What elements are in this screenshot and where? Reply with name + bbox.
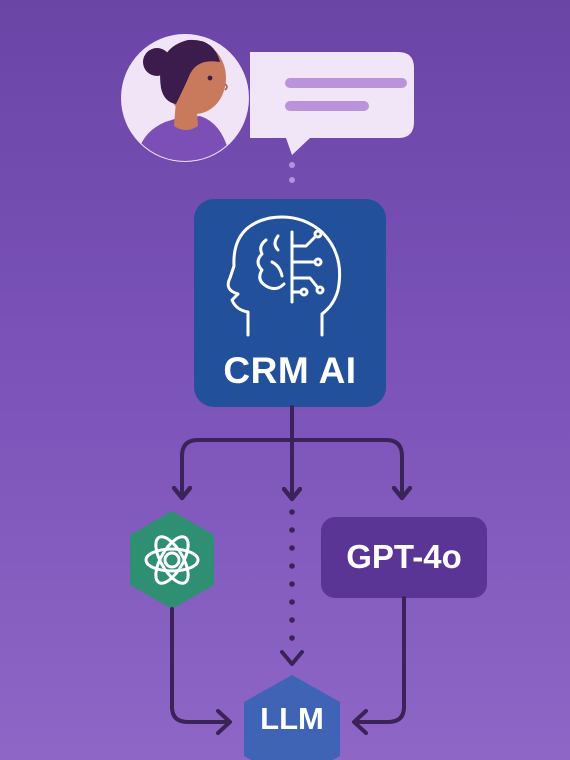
crm-ai-label: CRM AI <box>223 350 357 391</box>
connector-crm-branches <box>182 405 402 497</box>
llm-node <box>244 675 340 760</box>
gpt-4o-label: GPT-4o <box>346 538 462 575</box>
connector-openai-to-llm <box>170 607 232 735</box>
openai-node <box>130 511 214 609</box>
chat-bubble-icon <box>250 52 414 155</box>
llm-label: LLM <box>260 701 324 736</box>
gpt-4o-node <box>321 517 487 598</box>
arrow-head-llm <box>280 650 304 666</box>
connector-crm-to-llm-dotted <box>289 509 295 641</box>
woman-avatar-icon <box>121 34 249 162</box>
openai-logo-icon <box>144 535 200 585</box>
connector-gpt-to-llm <box>352 596 406 735</box>
connector-user-to-crm <box>289 162 295 183</box>
crm-ai-node <box>194 199 386 407</box>
brain-head-icon <box>226 215 342 337</box>
